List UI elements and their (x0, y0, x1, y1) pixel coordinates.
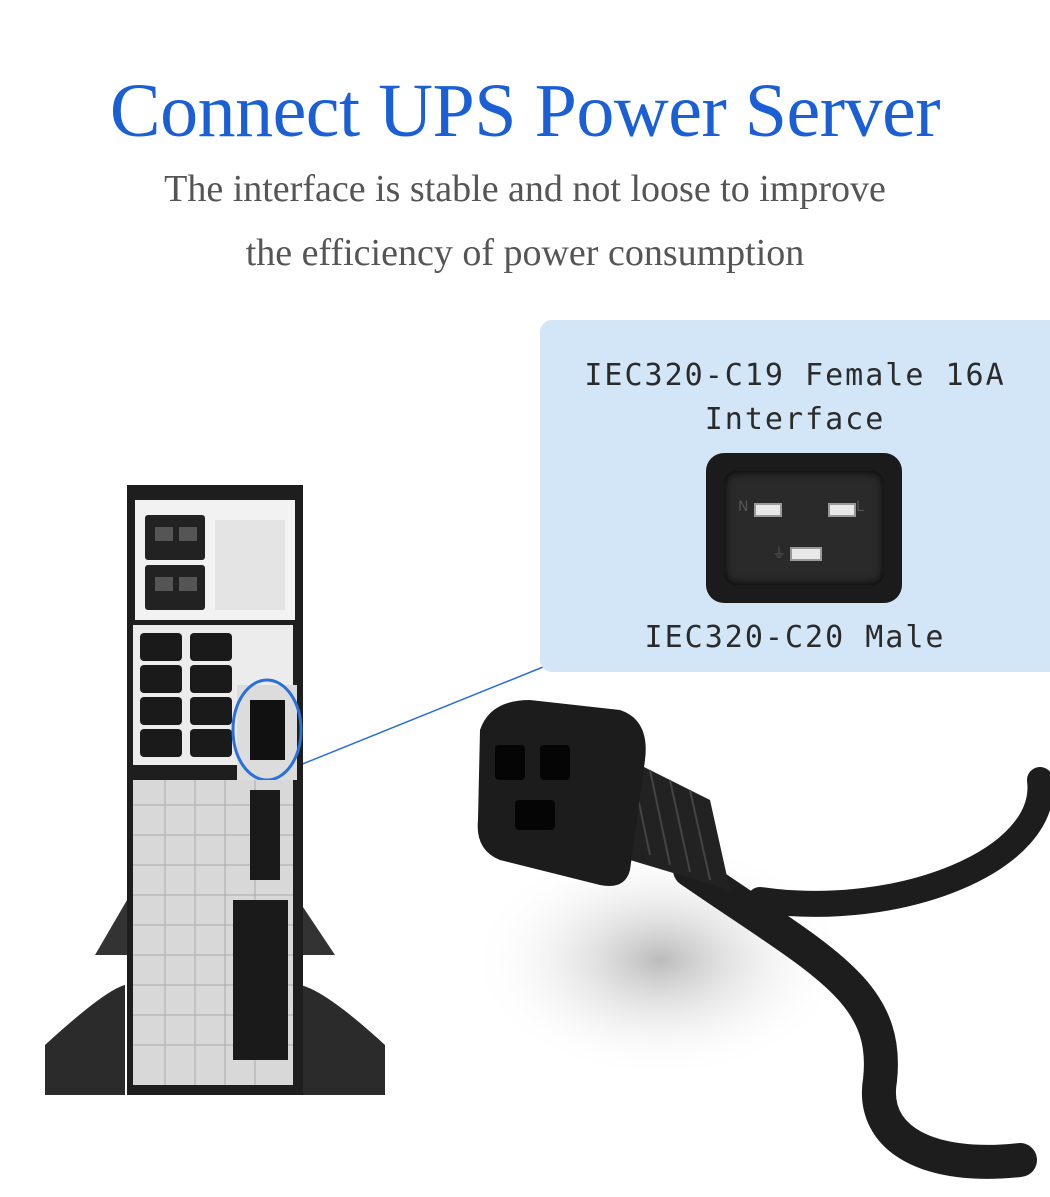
female-interface-label: IEC320-C19 Female 16A (584, 358, 1006, 393)
female-interface-label-2: Interface (704, 402, 886, 437)
subtitle-line-2: the efficiency of power consumption (245, 232, 805, 274)
c19-plug-cable-image (470, 700, 1050, 1179)
c20-socket-image: N L ⏚ (706, 453, 902, 603)
subtitle-line-1: The interface is stable and not loose to… (164, 168, 886, 210)
page-title: Connect UPS Power Server (109, 69, 941, 153)
interface-callout: IEC320-C19 Female 16A Interface N L ⏚ IE… (540, 320, 1050, 672)
male-interface-label: IEC320-C20 Male (644, 620, 946, 655)
ups-unit-image (45, 485, 385, 1095)
